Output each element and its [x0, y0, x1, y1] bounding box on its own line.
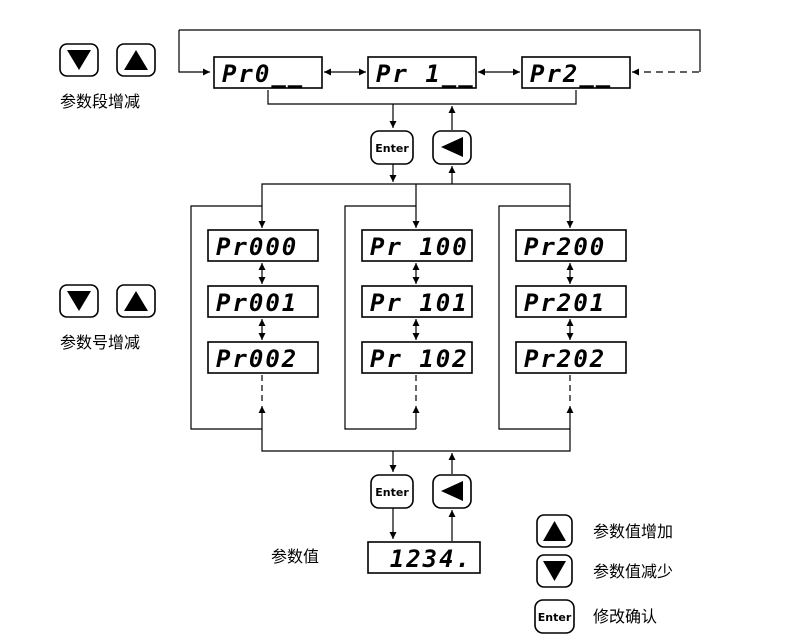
- number-adjust-label: 参数号增减: [60, 333, 140, 352]
- down-triangle-icon: [67, 50, 91, 70]
- legend-item-decrease: 参数值减少: [536, 554, 673, 588]
- legend-label: 修改确认: [593, 607, 657, 626]
- segment-down-key[interactable]: [59, 43, 99, 77]
- parameter-display-pr201: Pr201: [515, 285, 627, 318]
- value-display: 1234.: [367, 541, 481, 574]
- number-down-key[interactable]: [59, 284, 99, 318]
- segment-display-text: Pr0__: [222, 60, 304, 88]
- legend-label: 参数值减少: [593, 562, 673, 581]
- enter-key-icon: [534, 599, 575, 634]
- parameter-display-pr101: Pr 101: [361, 285, 473, 318]
- segment-display-text: Pr2__: [530, 60, 612, 88]
- value-label: 参数值: [271, 547, 319, 566]
- parameter-display-pr202: Pr202: [515, 341, 627, 374]
- enter-key-label: Enter: [538, 611, 572, 624]
- segment-display-text: Pr 1__: [376, 60, 475, 88]
- parameter-display-text: Pr 100: [370, 233, 469, 261]
- parameter-column-2: Pr200 Pr201 Pr202: [498, 205, 627, 430]
- value-display-text: 1234.: [390, 545, 472, 573]
- segment-display-pr2: Pr2__: [521, 56, 631, 89]
- parameter-display-text: Pr000: [216, 233, 298, 261]
- parameter-display-pr102: Pr 102: [361, 341, 473, 374]
- number-up-key[interactable]: [116, 284, 156, 318]
- left-triangle-icon: [441, 481, 463, 501]
- enter-key-lower[interactable]: Enter: [370, 474, 414, 509]
- down-triangle-icon: [67, 291, 91, 311]
- up-triangle-icon: [543, 521, 566, 541]
- down-triangle-icon: [543, 561, 566, 581]
- parameter-column-1: Pr 100 Pr 101 Pr 102: [344, 205, 473, 430]
- parameter-display-text: Pr 101: [370, 289, 469, 317]
- parameter-column-0: Pr000 Pr001 Pr002: [190, 205, 319, 430]
- parameter-display-text: Pr 102: [370, 345, 469, 373]
- parameter-display-text: Pr002: [216, 345, 298, 373]
- legend-item-confirm: Enter 修改确认: [534, 599, 657, 634]
- parameter-display-pr200: Pr200: [515, 229, 627, 262]
- up-triangle-icon: [124, 50, 148, 70]
- parameter-display-text: Pr202: [524, 345, 606, 373]
- parameter-display-pr100: Pr 100: [361, 229, 473, 262]
- back-key-lower[interactable]: [432, 474, 472, 509]
- legend-item-increase: 参数值增加: [536, 514, 673, 548]
- enter-key-label: Enter: [375, 142, 409, 155]
- legend: 参数值增加 参数值减少 Enter 修改确认: [534, 514, 673, 634]
- parameter-display-pr000: Pr000: [207, 229, 319, 262]
- parameter-display-text: Pr200: [524, 233, 606, 261]
- enter-key-label: Enter: [375, 486, 409, 499]
- parameter-display-text: Pr201: [524, 289, 606, 317]
- up-triangle-icon: [124, 291, 148, 311]
- segment-display-pr0: Pr0__: [213, 56, 323, 89]
- enter-key-upper[interactable]: Enter: [370, 130, 414, 165]
- parameter-display-pr001: Pr001: [207, 285, 319, 318]
- segment-up-key[interactable]: [116, 43, 156, 77]
- back-key-upper[interactable]: [432, 130, 472, 165]
- left-triangle-icon: [441, 137, 463, 157]
- legend-label: 参数值增加: [593, 522, 673, 541]
- segment-adjust-label: 参数段增减: [60, 92, 140, 111]
- segment-display-pr1: Pr 1__: [367, 56, 477, 89]
- parameter-display-text: Pr001: [216, 289, 298, 317]
- parameter-display-pr002: Pr002: [207, 341, 319, 374]
